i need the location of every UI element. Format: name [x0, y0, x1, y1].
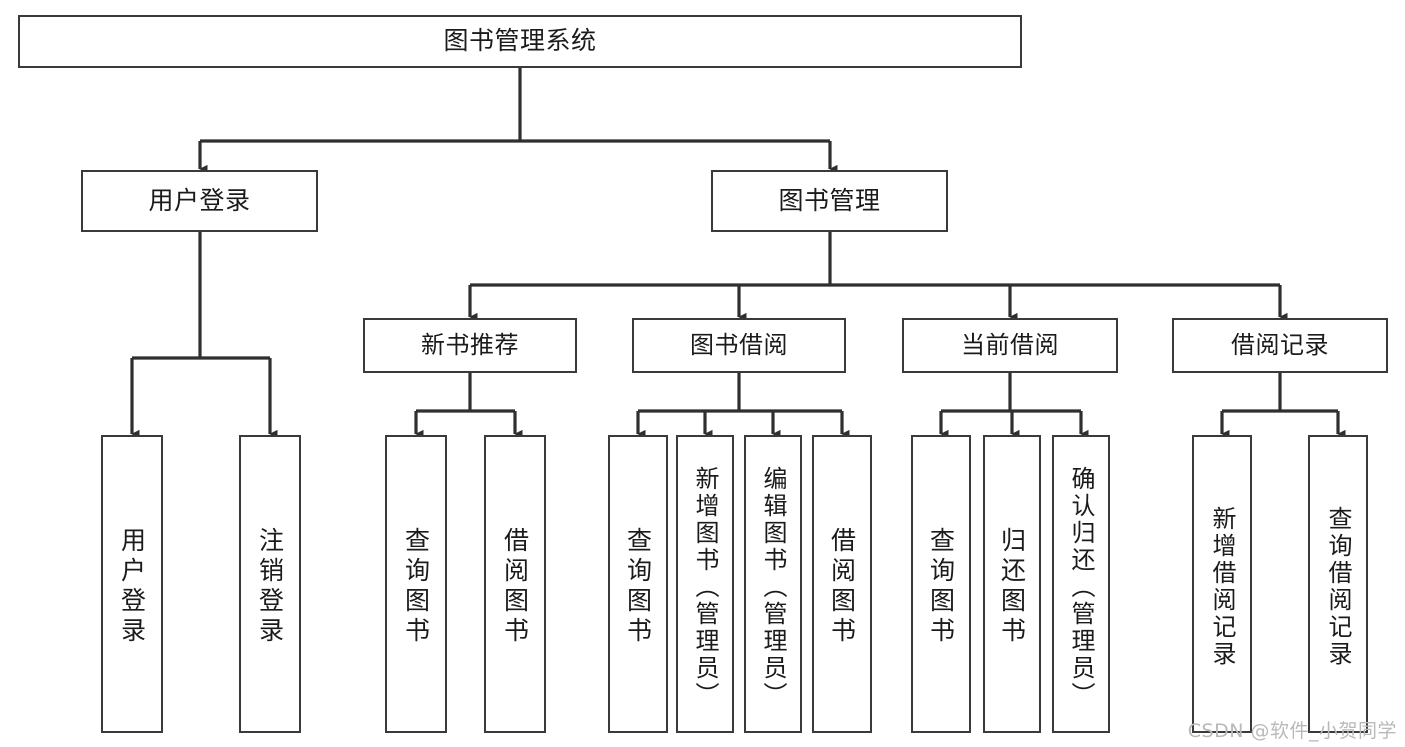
node-label-l3-borrow: 图书借阅: [690, 330, 788, 359]
node-leaf-cur-query[interactable]: 查询图书: [911, 435, 971, 733]
node-l3-current[interactable]: 当前借阅: [902, 318, 1118, 373]
node-label-leaf-new-borrow: 借阅图书: [500, 527, 530, 647]
node-l3-borrow[interactable]: 图书借阅: [632, 318, 846, 373]
node-l2-login[interactable]: 用户登录: [81, 170, 318, 232]
node-leaf-rec-query[interactable]: 查询借阅记录: [1308, 435, 1368, 733]
node-label-leaf-bk-edit: 编辑图书（管理员）: [759, 465, 787, 709]
node-label-l3-current: 当前借阅: [961, 330, 1059, 359]
node-leaf-bk-edit[interactable]: 编辑图书（管理员）: [744, 435, 802, 733]
node-label-l3-new: 新书推荐: [421, 330, 519, 359]
node-label-leaf-bk-add: 新增图书（管理员）: [691, 465, 719, 709]
node-label-l2-login: 用户登录: [148, 185, 251, 215]
node-label-leaf-cur-query: 查询图书: [926, 527, 956, 647]
node-label-leaf-user-login: 用户登录: [117, 527, 147, 647]
node-label-l2-books: 图书管理: [778, 185, 881, 215]
node-leaf-new-borrow[interactable]: 借阅图书: [484, 435, 546, 733]
node-label-leaf-cur-confirm: 确认归还（管理员）: [1067, 465, 1095, 709]
csdn-watermark: CSDN @软件_小贺同学: [1187, 720, 1397, 742]
node-leaf-cur-return[interactable]: 归还图书: [983, 435, 1041, 733]
node-leaf-cur-confirm[interactable]: 确认归还（管理员）: [1052, 435, 1110, 733]
node-leaf-bk-query[interactable]: 查询图书: [608, 435, 668, 733]
node-leaf-new-query[interactable]: 查询图书: [385, 435, 447, 733]
node-leaf-user-login[interactable]: 用户登录: [101, 435, 163, 733]
node-label-leaf-rec-query: 查询借阅记录: [1324, 506, 1352, 668]
node-label-root: 图书管理系统: [443, 26, 597, 56]
node-leaf-logout[interactable]: 注销登录: [239, 435, 301, 733]
node-l3-record[interactable]: 借阅记录: [1172, 318, 1388, 373]
node-leaf-bk-add[interactable]: 新增图书（管理员）: [676, 435, 734, 733]
node-l2-books[interactable]: 图书管理: [711, 170, 948, 232]
node-label-leaf-cur-return: 归还图书: [997, 527, 1027, 647]
node-label-leaf-new-query: 查询图书: [401, 527, 431, 647]
node-label-leaf-rec-add: 新增借阅记录: [1208, 506, 1236, 668]
node-leaf-rec-add[interactable]: 新增借阅记录: [1192, 435, 1252, 733]
node-label-l3-record: 借阅记录: [1231, 330, 1329, 359]
node-root[interactable]: 图书管理系统: [18, 15, 1022, 68]
node-label-leaf-logout: 注销登录: [255, 527, 285, 647]
node-l3-new[interactable]: 新书推荐: [363, 318, 577, 373]
node-label-leaf-bk-query: 查询图书: [623, 527, 653, 647]
node-label-leaf-bk-borrow: 借阅图书: [827, 527, 857, 647]
node-leaf-bk-borrow[interactable]: 借阅图书: [812, 435, 872, 733]
